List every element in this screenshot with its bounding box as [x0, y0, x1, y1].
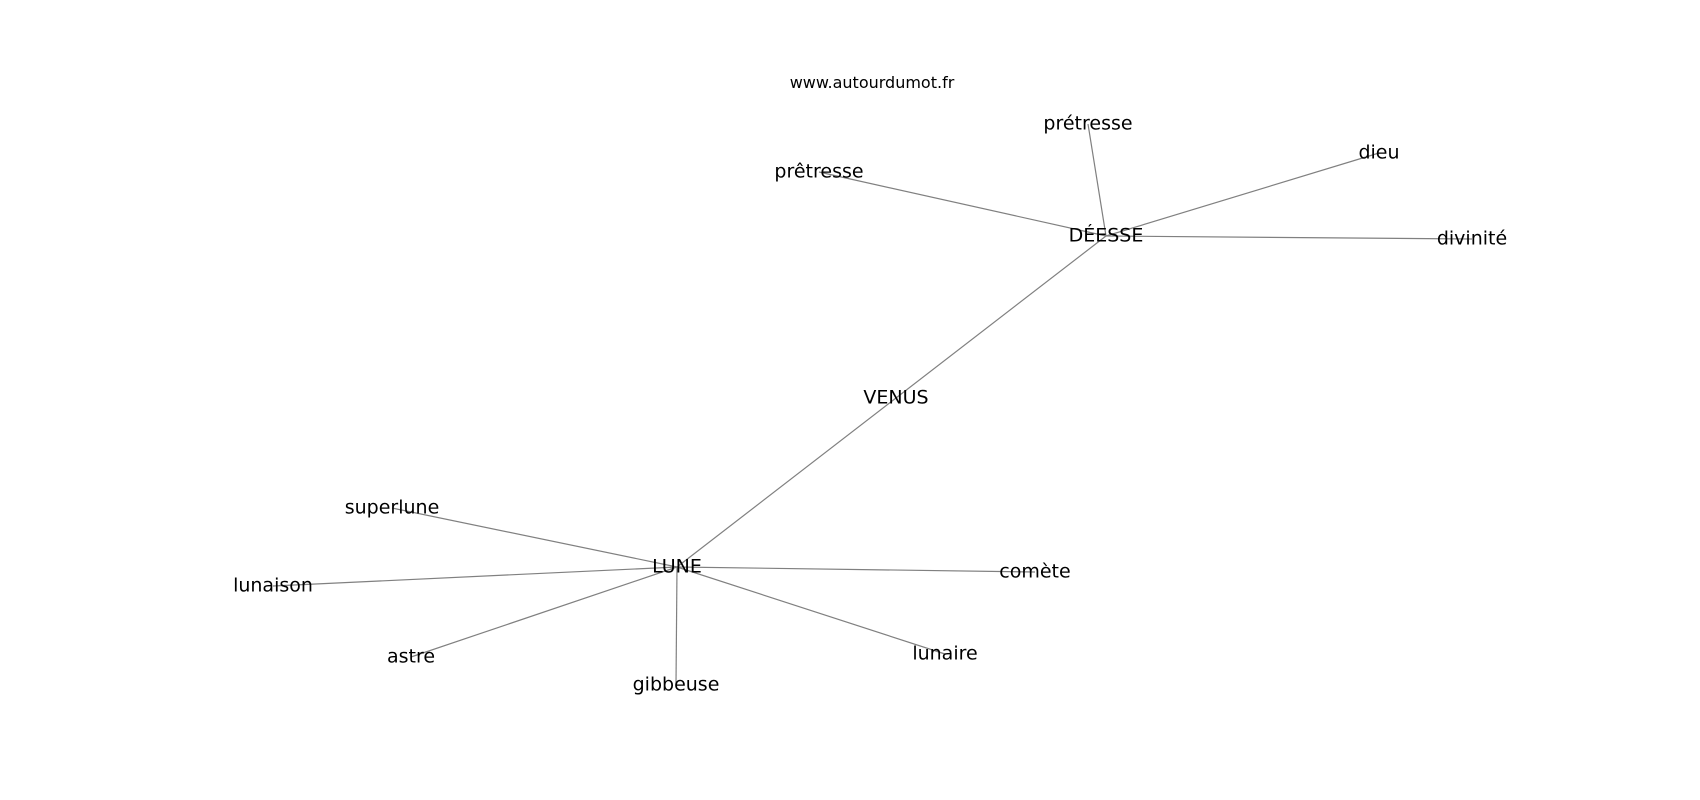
- node-dieu[interactable]: dieu: [1358, 142, 1399, 164]
- edge-deesse-pretresse_acute: [1087, 123, 1107, 237]
- graph-nodes: VENUS DÉESSE LUNE prétresse prêtresse dieu div…: [233, 113, 1507, 696]
- node-pretresse_acute[interactable]: prétresse: [1043, 113, 1132, 135]
- node-divinite[interactable]: divinité: [1437, 228, 1507, 250]
- edge-lune-astre: [410, 566, 678, 658]
- edge-lune-lunaire: [676, 566, 946, 655]
- edge-venus-lune: [676, 397, 897, 568]
- edge-deesse-divinite: [1105, 235, 1473, 240]
- graph-edges: [272, 123, 1473, 686]
- edge-venus-deesse: [895, 235, 1107, 399]
- edge-deesse-dieu: [1105, 152, 1380, 237]
- node-comete[interactable]: comète: [999, 561, 1070, 583]
- node-lunaison[interactable]: lunaison: [233, 575, 313, 597]
- node-pretresse_circ[interactable]: prêtresse: [774, 161, 863, 183]
- node-astre[interactable]: astre: [387, 646, 435, 668]
- node-lune[interactable]: LUNE: [652, 556, 702, 578]
- edge-lune-lunaison: [272, 566, 678, 587]
- edge-lune-gibbeuse: [675, 566, 678, 686]
- edge-deesse-pretresse_circ: [818, 171, 1107, 237]
- website-label[interactable]: www.autourdumot.fr: [790, 73, 955, 92]
- node-gibbeuse[interactable]: gibbeuse: [633, 674, 720, 696]
- edge-lune-comete: [676, 566, 1036, 573]
- node-deesse[interactable]: DÉESSE: [1069, 224, 1144, 247]
- node-lunaire[interactable]: lunaire: [912, 643, 977, 665]
- node-superlune[interactable]: superlune: [345, 497, 440, 519]
- node-venus[interactable]: VENUS: [863, 387, 928, 409]
- edge-lune-superlune: [391, 507, 678, 568]
